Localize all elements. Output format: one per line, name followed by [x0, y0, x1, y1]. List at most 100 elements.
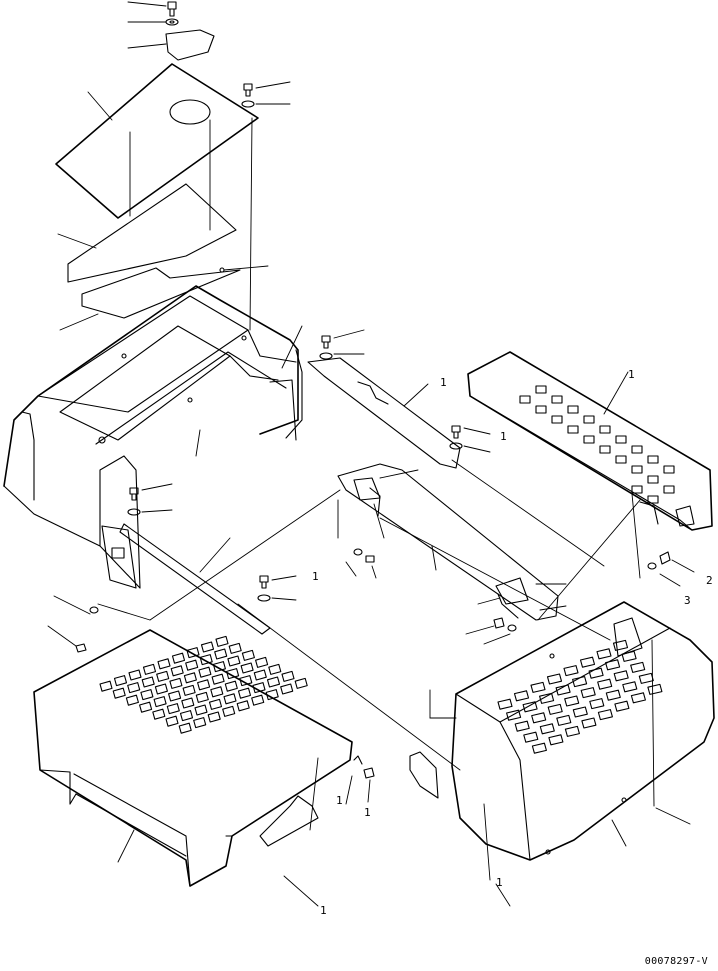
small-cover-plate — [165, 29, 215, 61]
grille-slot — [531, 742, 547, 754]
bolt-right-top — [243, 83, 253, 97]
grille-slot — [280, 683, 294, 695]
grille-slot — [226, 668, 240, 680]
grille-slot — [125, 694, 139, 706]
callout-label: 2 — [706, 574, 713, 587]
grille-slot — [140, 689, 154, 701]
grille-slot — [588, 667, 604, 679]
spacer-strips — [57, 183, 269, 331]
grille-slot — [222, 705, 236, 717]
bolt-left-mid — [129, 487, 139, 501]
center-frame — [3, 285, 303, 589]
callout-label: 1 — [628, 368, 635, 381]
grille-slot — [168, 690, 182, 702]
grille-slot — [154, 683, 168, 695]
grille-slot — [207, 711, 221, 723]
grille-slot — [227, 655, 241, 667]
hinge-bracket — [337, 463, 567, 645]
grille-slot — [171, 652, 186, 664]
grille-slot — [294, 677, 308, 689]
callout-label: 1 — [440, 376, 447, 389]
grille-slot — [555, 684, 571, 696]
grille-slot — [157, 658, 171, 670]
grille-slot — [197, 679, 211, 691]
grille-slot — [564, 695, 580, 707]
mid-bolts — [47, 575, 297, 653]
washer-mid-right — [449, 442, 463, 450]
grille-slot — [572, 706, 588, 718]
grille-slot — [281, 670, 295, 682]
right-grille-hood — [409, 601, 715, 907]
grille-slot — [200, 641, 215, 653]
washer-left-mid — [127, 508, 141, 516]
grille-slot — [572, 676, 588, 688]
right-hood-grille — [497, 639, 663, 754]
plate-hole — [169, 99, 211, 125]
callout-label: 1 — [312, 570, 319, 583]
grille-slot — [239, 675, 253, 687]
grille-slot — [212, 661, 226, 673]
grille-slot — [210, 686, 224, 698]
grille-slot — [266, 676, 281, 688]
grille-slot — [630, 661, 646, 673]
grille-slot — [596, 648, 612, 660]
grille-slot — [208, 698, 223, 710]
callout-label: 1 — [336, 794, 343, 807]
bolt-center — [321, 335, 331, 349]
grille-slot — [579, 656, 596, 668]
grille-slot — [523, 731, 539, 743]
cover-handle — [259, 795, 319, 847]
grille-slot — [228, 642, 242, 654]
grille-slot — [589, 698, 605, 710]
grille-slot — [99, 680, 113, 692]
washer-right-top — [241, 100, 255, 108]
grille-slot — [156, 670, 170, 682]
grille-slot — [253, 669, 267, 681]
callout-labels: 1 1 1 2 3 1 1 1 1 1 — [312, 368, 713, 917]
grille-slot — [182, 684, 196, 696]
grille-slot — [185, 659, 199, 671]
grille-slot — [530, 681, 546, 693]
grille-slot — [153, 696, 167, 708]
grille-slot — [539, 723, 555, 735]
grille-slot — [165, 715, 179, 727]
grille-slot — [630, 692, 646, 704]
center-right-bracket — [307, 329, 491, 469]
grille-slot — [181, 697, 195, 709]
grille-slot — [614, 700, 630, 712]
callout-label: 3 — [684, 594, 691, 607]
grille-slot — [539, 692, 555, 704]
grille-slot — [112, 687, 126, 699]
left-grille-cover — [33, 629, 375, 907]
grille-slot — [166, 703, 180, 715]
grille-slot — [605, 659, 621, 671]
drawing-number: 00078297-V — [644, 956, 708, 967]
grille-slot — [170, 665, 184, 677]
grille-slot — [236, 700, 250, 712]
callout-label: 1 — [496, 876, 503, 889]
grille-slot — [612, 639, 629, 651]
grille-slot — [597, 709, 613, 721]
right-panel-grille — [519, 385, 675, 504]
grille-slot — [564, 725, 580, 737]
grille-slot — [240, 662, 254, 674]
grille-slot — [214, 648, 228, 660]
grille-slot — [128, 669, 142, 681]
grille-slot — [638, 672, 654, 684]
grille-slot — [497, 698, 513, 710]
grille-slot — [198, 666, 212, 678]
grille-slot — [141, 676, 155, 688]
grille-slot — [252, 682, 266, 694]
callout-label: 1 — [320, 904, 327, 917]
grille-slot — [647, 683, 663, 695]
grille-slot — [241, 649, 255, 661]
grille-slot — [215, 635, 229, 647]
grille-slot — [563, 665, 579, 677]
grille-slot — [183, 672, 197, 684]
grille-slot — [513, 690, 530, 702]
grille-slot — [621, 650, 637, 662]
grille-slot — [580, 687, 596, 699]
grille-slot — [522, 701, 538, 713]
grille-slot — [622, 681, 638, 693]
